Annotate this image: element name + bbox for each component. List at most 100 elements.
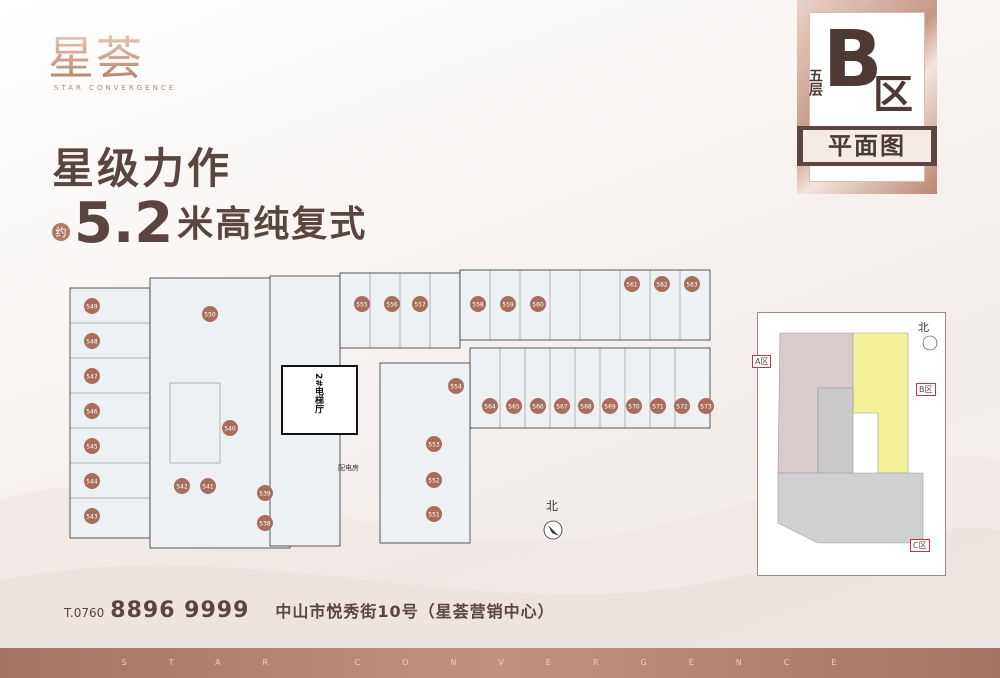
contact-info: T.0760 8896 9999 中山市悦秀街10号（星荟营销中心） <box>64 598 555 623</box>
phone-number[interactable]: 8896 9999 <box>110 598 250 623</box>
unit-marker: 541 <box>200 478 216 494</box>
svg-text:563: 563 <box>686 282 698 289</box>
svg-text:561: 561 <box>626 282 638 289</box>
unit-marker: 539 <box>257 485 273 501</box>
logo-text: 星荟 <box>48 32 176 84</box>
unit-marker: 554 <box>448 378 464 394</box>
site-minimap: 北 A区 B区 C区 <box>752 312 946 576</box>
minimap-zone-b: B区 <box>916 383 936 396</box>
unit-marker: 562 <box>654 276 670 292</box>
unit-markers: 549 548 547 546 545 544 543 550 540 542 541 539 538 5… <box>84 276 714 531</box>
unit-marker: 565 <box>506 398 522 414</box>
minimap-zone-a: A区 <box>752 355 772 368</box>
floor-plan: 2#电梯厅 配电房 549 548 547 546 545 544 543 550 540 542… <box>69 269 714 549</box>
brand-logo: 星荟 STAR CONVERGENCE <box>48 32 176 92</box>
unit-marker: 547 <box>84 368 100 384</box>
svg-text:558: 558 <box>472 302 484 309</box>
phone-prefix: T.0760 <box>64 606 105 620</box>
unit-marker: 567 <box>554 398 570 414</box>
address: 中山市悦秀街10号（星荟营销中心） <box>275 602 555 621</box>
svg-text:567: 567 <box>556 404 568 411</box>
unit-marker: 542 <box>174 478 190 494</box>
svg-text:573: 573 <box>700 404 712 411</box>
unit-marker: 572 <box>674 398 690 414</box>
badge-plan-label: 平面图 <box>803 130 931 162</box>
unit-marker: 566 <box>530 398 546 414</box>
svg-text:539: 539 <box>259 491 271 498</box>
svg-text:541: 541 <box>202 484 214 491</box>
svg-text:570: 570 <box>628 404 640 411</box>
svg-text:551: 551 <box>428 512 440 519</box>
svg-text:544: 544 <box>86 479 98 486</box>
unit-marker: 573 <box>698 398 714 414</box>
svg-text:557: 557 <box>414 302 426 309</box>
svg-text:540: 540 <box>224 426 236 433</box>
elevator-label: 2#电梯厅 <box>313 373 324 415</box>
svg-text:554: 554 <box>450 384 462 391</box>
svg-text:538: 538 <box>259 521 271 528</box>
logo-subtitle: STAR CONVERGENCE <box>54 84 177 92</box>
headline-number: 5.2 <box>74 191 174 256</box>
unit-marker: 553 <box>426 436 442 452</box>
minimap-zone-c: C区 <box>910 539 930 552</box>
unit-marker: 546 <box>84 403 100 419</box>
svg-text:565: 565 <box>508 404 520 411</box>
unit-marker: 568 <box>578 398 594 414</box>
svg-text:542: 542 <box>176 484 188 491</box>
unit-marker: 551 <box>426 506 442 522</box>
svg-text:546: 546 <box>86 409 98 416</box>
zone-badge: 五层 B 区 平面图 <box>797 0 937 194</box>
minimap-north-label: 北 <box>918 321 929 334</box>
elevator-hall <box>281 365 358 435</box>
headline-secondary: 约 5.2 米高纯复式 <box>52 191 368 256</box>
svg-text:543: 543 <box>86 514 98 521</box>
svg-text:555: 555 <box>356 302 368 309</box>
unit-marker: 549 <box>84 298 100 314</box>
unit-marker: 540 <box>222 420 238 436</box>
headline-primary: 星级力作 <box>52 144 233 193</box>
unit-marker: 550 <box>202 306 218 322</box>
svg-text:566: 566 <box>532 404 544 411</box>
headline-prefix: 约 <box>52 223 70 241</box>
badge-letter: B <box>823 15 883 105</box>
svg-text:571: 571 <box>652 404 664 411</box>
svg-text:545: 545 <box>86 444 98 451</box>
unit-marker: 552 <box>426 472 442 488</box>
svg-text:549: 549 <box>86 304 98 311</box>
unit-marker: 560 <box>530 296 546 312</box>
plan-north-label: 北 <box>546 499 558 513</box>
badge-zone: 区 <box>873 72 913 118</box>
svg-text:550: 550 <box>204 312 216 319</box>
unit-marker: 559 <box>500 296 516 312</box>
unit-marker: 557 <box>412 296 428 312</box>
unit-marker: 564 <box>482 398 498 414</box>
unit-marker: 548 <box>84 333 100 349</box>
svg-text:562: 562 <box>656 282 668 289</box>
svg-text:572: 572 <box>676 404 688 411</box>
unit-marker: 563 <box>684 276 700 292</box>
unit-marker: 569 <box>602 398 618 414</box>
unit-marker: 556 <box>384 296 400 312</box>
unit-marker: 570 <box>626 398 642 414</box>
svg-text:548: 548 <box>86 339 98 346</box>
unit-marker: 545 <box>84 438 100 454</box>
badge-floor: 五层 <box>807 68 823 96</box>
footer-bar: STAR CONVERGENCE <box>0 648 1000 678</box>
svg-text:547: 547 <box>86 374 98 381</box>
unit-marker: 558 <box>470 296 486 312</box>
unit-marker: 571 <box>650 398 666 414</box>
unit-marker: 555 <box>354 296 370 312</box>
svg-text:560: 560 <box>532 302 544 309</box>
unit-marker: 538 <box>257 515 273 531</box>
svg-text:568: 568 <box>580 404 592 411</box>
svg-text:564: 564 <box>484 404 496 411</box>
svg-text:556: 556 <box>386 302 398 309</box>
unit-marker: 543 <box>84 508 100 524</box>
unit-marker: 561 <box>624 276 640 292</box>
svg-text:569: 569 <box>604 404 616 411</box>
unit-marker: 544 <box>84 473 100 489</box>
power-room-label: 配电房 <box>338 463 359 472</box>
svg-text:552: 552 <box>428 478 440 485</box>
headline-suffix: 米高纯复式 <box>177 204 368 245</box>
footer-text: STAR CONVERGENCE <box>121 658 879 667</box>
